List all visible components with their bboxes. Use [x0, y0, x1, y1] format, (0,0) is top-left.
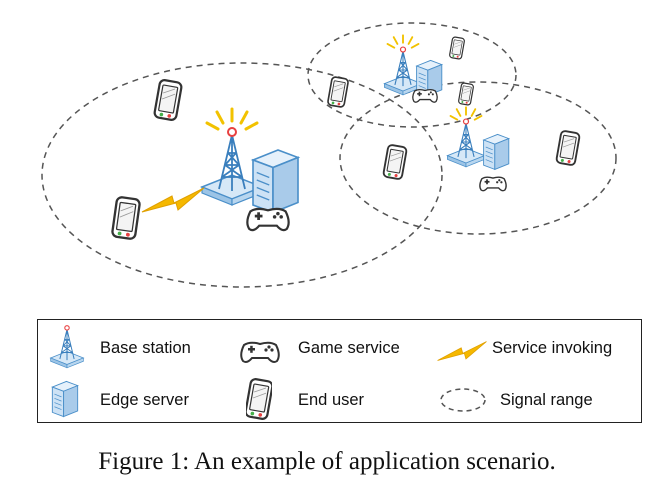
figure-caption: Figure 1: An example of application scen… [98, 448, 556, 475]
phone-icon [246, 378, 272, 420]
legend-label-game-service: Game service [298, 339, 400, 357]
phone-user-4 [448, 36, 466, 60]
signal-range-main [41, 62, 443, 288]
game-controller-top [412, 88, 438, 103]
phone-user-3 [326, 75, 350, 109]
phone-user-1 [152, 78, 184, 122]
base-station-top [383, 34, 423, 96]
legend-label-base-station: Base station [100, 339, 191, 357]
edge-server-icon [51, 380, 79, 418]
legend-label-signal-range: Signal range [500, 391, 593, 409]
phone-user-5 [457, 82, 475, 106]
lightning-icon-legend [437, 341, 487, 361]
legend-label-end-user: End user [298, 391, 365, 409]
legend: Base station Game service Service invoki… [37, 319, 642, 423]
game-controller-main [246, 207, 290, 232]
base-station-right [446, 106, 486, 168]
lightning-icon [141, 187, 205, 213]
signal-range-right [339, 81, 617, 235]
legend-label-edge-server: Edge server [100, 391, 189, 409]
phone-user-2 [110, 195, 142, 241]
game-controller-icon [240, 341, 280, 363]
signal-range-top [307, 22, 517, 128]
phone-user-7 [555, 129, 581, 167]
scenario-diagram [41, 22, 617, 288]
game-controller-right [479, 176, 507, 192]
phone-user-6 [382, 143, 408, 181]
edge-server-main [252, 149, 299, 214]
base-station-icon [50, 325, 84, 369]
edge-server-right [483, 133, 510, 170]
legend-label-service-invoking: Service invoking [492, 339, 613, 357]
signal-range-icon [440, 388, 486, 412]
